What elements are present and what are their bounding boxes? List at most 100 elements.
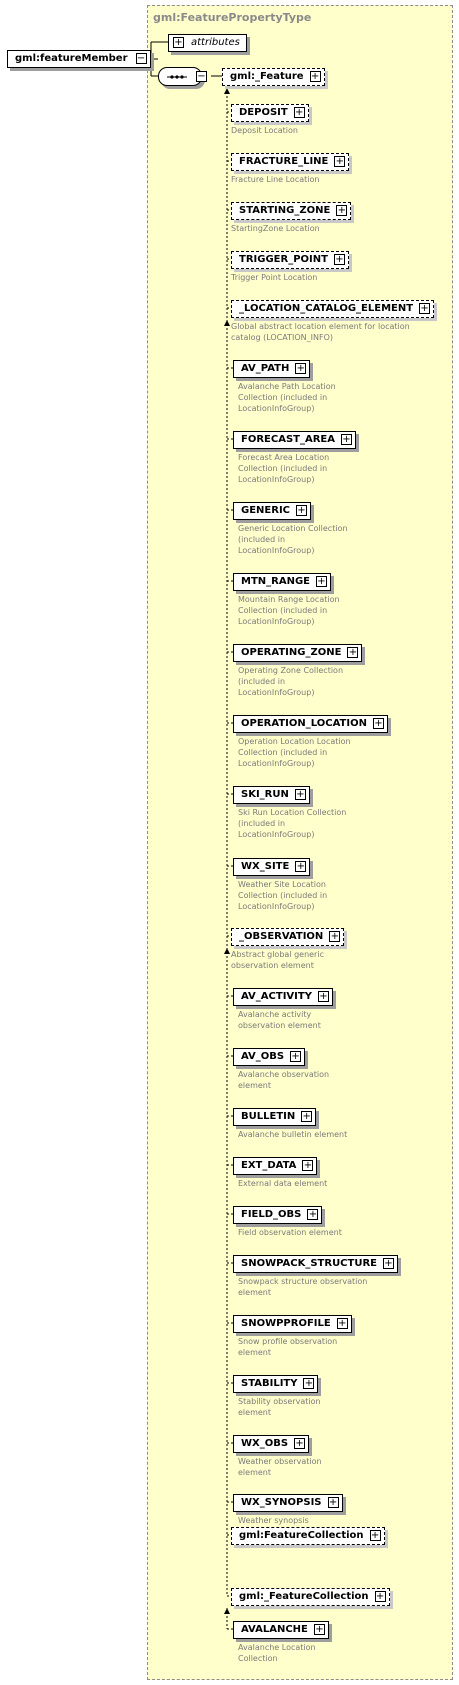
element-description: Avalanche observation element — [238, 1070, 330, 1090]
element-gml-featurecollection[interactable]: gml:_FeatureCollection+ — [231, 1588, 390, 1606]
element-location-catalog-element[interactable]: _LOCATION_CATALOG_ELEMENT + — [231, 300, 435, 318]
element-description: Fracture Line Location — [231, 175, 320, 184]
element-description: Global abstract location element for loc… — [231, 322, 410, 342]
element-av-activity[interactable]: AV_ACTIVITY+ — [233, 988, 333, 1006]
expand-icon[interactable]: + — [295, 861, 307, 872]
expand-icon[interactable]: + — [309, 71, 321, 82]
element-description: Forecast Area Location Collection (inclu… — [238, 453, 330, 484]
element-stability[interactable]: STABILITY + — [233, 1375, 319, 1393]
element-deposit[interactable]: DEPOSIT + — [231, 104, 309, 122]
element-label: GENERIC — [241, 505, 290, 516]
element-description: External data element — [238, 1179, 328, 1188]
element-mtn-range[interactable]: MTN_RANGE + — [233, 573, 331, 591]
element-operation-location[interactable]: OPERATION_LOCATION + — [233, 715, 388, 733]
expand-icon[interactable]: + — [294, 789, 306, 800]
element-description: Snowpack structure observation element — [238, 1277, 368, 1297]
expand-icon[interactable]: + — [369, 1530, 381, 1541]
element-gml-featurecollection[interactable]: gml:FeatureCollection + — [231, 1527, 385, 1545]
element-fracture-line[interactable]: FRACTURE_LINE+ — [231, 153, 350, 171]
expand-icon[interactable]: + — [334, 156, 346, 167]
element-description: Avalanche bulletin element — [238, 1130, 348, 1139]
element-generic[interactable]: GENERIC + — [233, 502, 311, 520]
sequence-icon — [167, 75, 187, 79]
element-label: AVALANCHE — [241, 1624, 308, 1635]
expand-icon[interactable]: + — [317, 991, 329, 1002]
expand-icon[interactable]: + — [296, 505, 307, 516]
expand-icon[interactable]: + — [316, 576, 327, 587]
expand-icon[interactable]: − — [135, 53, 147, 64]
expand-icon[interactable]: + — [383, 1258, 394, 1269]
element-description: Avalanche activity observation element — [238, 1010, 321, 1030]
element-description: Stability observation element — [238, 1397, 321, 1417]
element-label: EXT_DATA — [241, 1160, 297, 1171]
root-element[interactable]: gml:featureMember − — [7, 50, 151, 68]
expand-icon[interactable]: + — [340, 434, 352, 445]
element-label: SKI_RUN — [241, 789, 289, 800]
expand-icon[interactable]: + — [347, 647, 359, 658]
expand-icon[interactable]: + — [313, 1624, 325, 1635]
element-observation[interactable]: _OBSERVATION+ — [231, 928, 345, 946]
expand-icon[interactable]: + — [329, 931, 341, 942]
element-operating-zone[interactable]: OPERATING_ZONE + — [233, 644, 363, 662]
element-ext-data[interactable]: EXT_DATA + — [233, 1157, 318, 1175]
element-description: Mountain Range Location Collection (incl… — [238, 595, 340, 626]
element-description: Generic Location Collection (included in… — [238, 524, 348, 555]
expand-icon[interactable]: + — [294, 1438, 306, 1449]
expand-icon[interactable]: + — [173, 37, 184, 48]
element-label: WX_OBS — [241, 1438, 289, 1449]
element-label: gml:FeatureCollection — [239, 1530, 364, 1541]
element-label: OPERATING_ZONE — [241, 647, 342, 658]
element-label: DEPOSIT — [239, 107, 288, 118]
expand-icon[interactable]: + — [333, 254, 345, 265]
element-wx-obs[interactable]: WX_OBS + — [233, 1435, 310, 1453]
element-trigger-point[interactable]: TRIGGER_POINT + — [231, 251, 349, 269]
element-snowpack-structure[interactable]: SNOWPACK_STRUCTURE + — [233, 1255, 398, 1273]
element-bulletin[interactable]: BULLETIN+ — [233, 1108, 317, 1126]
expand-icon[interactable]: + — [327, 1497, 339, 1508]
element-label: AV_OBS — [241, 1051, 285, 1062]
element-wx-site[interactable]: WX_SITE+ — [233, 858, 311, 876]
element-av-path[interactable]: AV_PATH+ — [233, 360, 311, 378]
element-av-obs[interactable]: AV_OBS + — [233, 1048, 306, 1066]
expand-icon[interactable]: + — [303, 1378, 315, 1389]
complex-type-title: gml:FeaturePropertyType — [153, 11, 312, 24]
expand-icon[interactable]: + — [419, 303, 431, 314]
element-wx-synopsis[interactable]: WX_SYNOPSIS + — [233, 1494, 343, 1512]
element-description: Weather observation element — [238, 1457, 322, 1477]
element-label: STABILITY — [241, 1378, 298, 1389]
element-description: Avalanche Location Collection — [238, 1643, 316, 1663]
element-description: Field observation element — [238, 1228, 342, 1237]
element-starting-zone[interactable]: STARTING_ZONE+ — [231, 202, 352, 220]
element-forecast-area[interactable]: FORECAST_AREA + — [233, 431, 356, 449]
collapse-icon[interactable]: − — [196, 71, 207, 82]
element-label: FORECAST_AREA — [241, 434, 335, 445]
root-label: gml:featureMember — [15, 53, 128, 64]
element-label: MTN_RANGE — [241, 576, 310, 587]
element-label: SNOWPPROFILE — [241, 1318, 331, 1329]
element-ski-run[interactable]: SKI_RUN + — [233, 786, 310, 804]
expand-icon[interactable]: + — [372, 718, 384, 729]
expand-icon[interactable]: + — [302, 1160, 314, 1171]
attributes-label: attributes — [191, 37, 240, 48]
element-snowpprofile[interactable]: SNOWPPROFILE + — [233, 1315, 352, 1333]
element-label: WX_SYNOPSIS — [241, 1497, 322, 1508]
attributes-box[interactable]: + attributes — [168, 34, 247, 52]
expand-icon[interactable]: + — [290, 1051, 302, 1062]
expand-icon[interactable]: + — [295, 363, 307, 374]
element-description: StartingZone Location — [231, 224, 320, 233]
expand-icon[interactable]: + — [301, 1111, 313, 1122]
expand-icon[interactable]: + — [307, 1209, 319, 1220]
element-label: SNOWPACK_STRUCTURE — [241, 1258, 377, 1269]
expand-icon[interactable]: + — [374, 1591, 386, 1602]
expand-icon[interactable]: + — [293, 107, 305, 118]
base-feature-element[interactable]: gml:_Feature + — [222, 68, 325, 86]
expand-icon[interactable]: + — [336, 1318, 348, 1329]
element-field-obs[interactable]: FIELD_OBS+ — [233, 1206, 323, 1224]
element-label: _LOCATION_CATALOG_ELEMENT — [239, 303, 414, 314]
element-label: OPERATION_LOCATION — [241, 718, 367, 729]
sequence-compositor[interactable]: − — [158, 67, 207, 86]
element-label: TRIGGER_POINT — [239, 254, 328, 265]
element-avalanche[interactable]: AVALANCHE + — [233, 1621, 329, 1639]
expand-icon[interactable]: + — [336, 205, 348, 216]
base-feature-label: gml:_Feature — [230, 71, 304, 82]
